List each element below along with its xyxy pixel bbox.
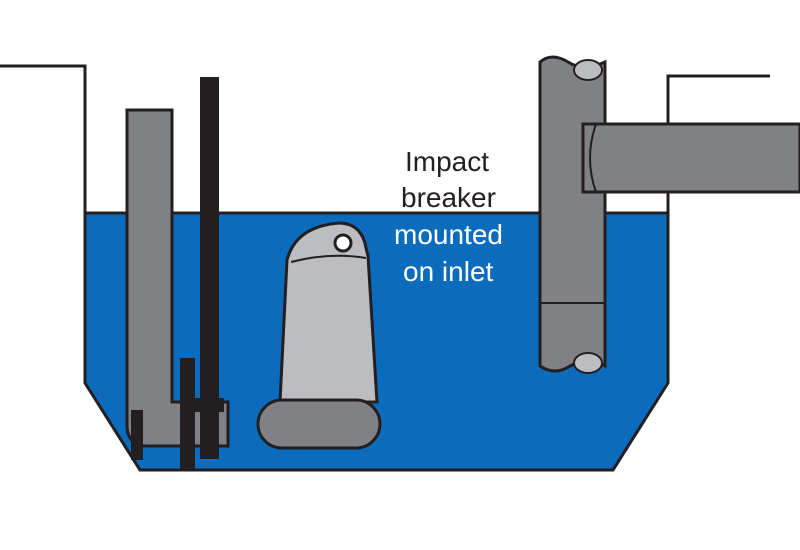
label-on-inlet: on inlet: [403, 256, 494, 287]
inlet-vertical-pipe: [538, 55, 607, 374]
pump-volute: [256, 398, 382, 450]
pump-motor: [278, 221, 379, 404]
ground-line-left: [0, 64, 87, 215]
label-mounted: mounted: [394, 219, 503, 250]
float-switch-rod: [180, 77, 224, 470]
label-breaker: breaker: [401, 182, 496, 213]
inlet-horizontal-pipe: [581, 122, 800, 194]
pump-eyelet: [333, 233, 353, 253]
water-basin: [83, 211, 670, 472]
label-impact: Impact: [405, 146, 490, 177]
